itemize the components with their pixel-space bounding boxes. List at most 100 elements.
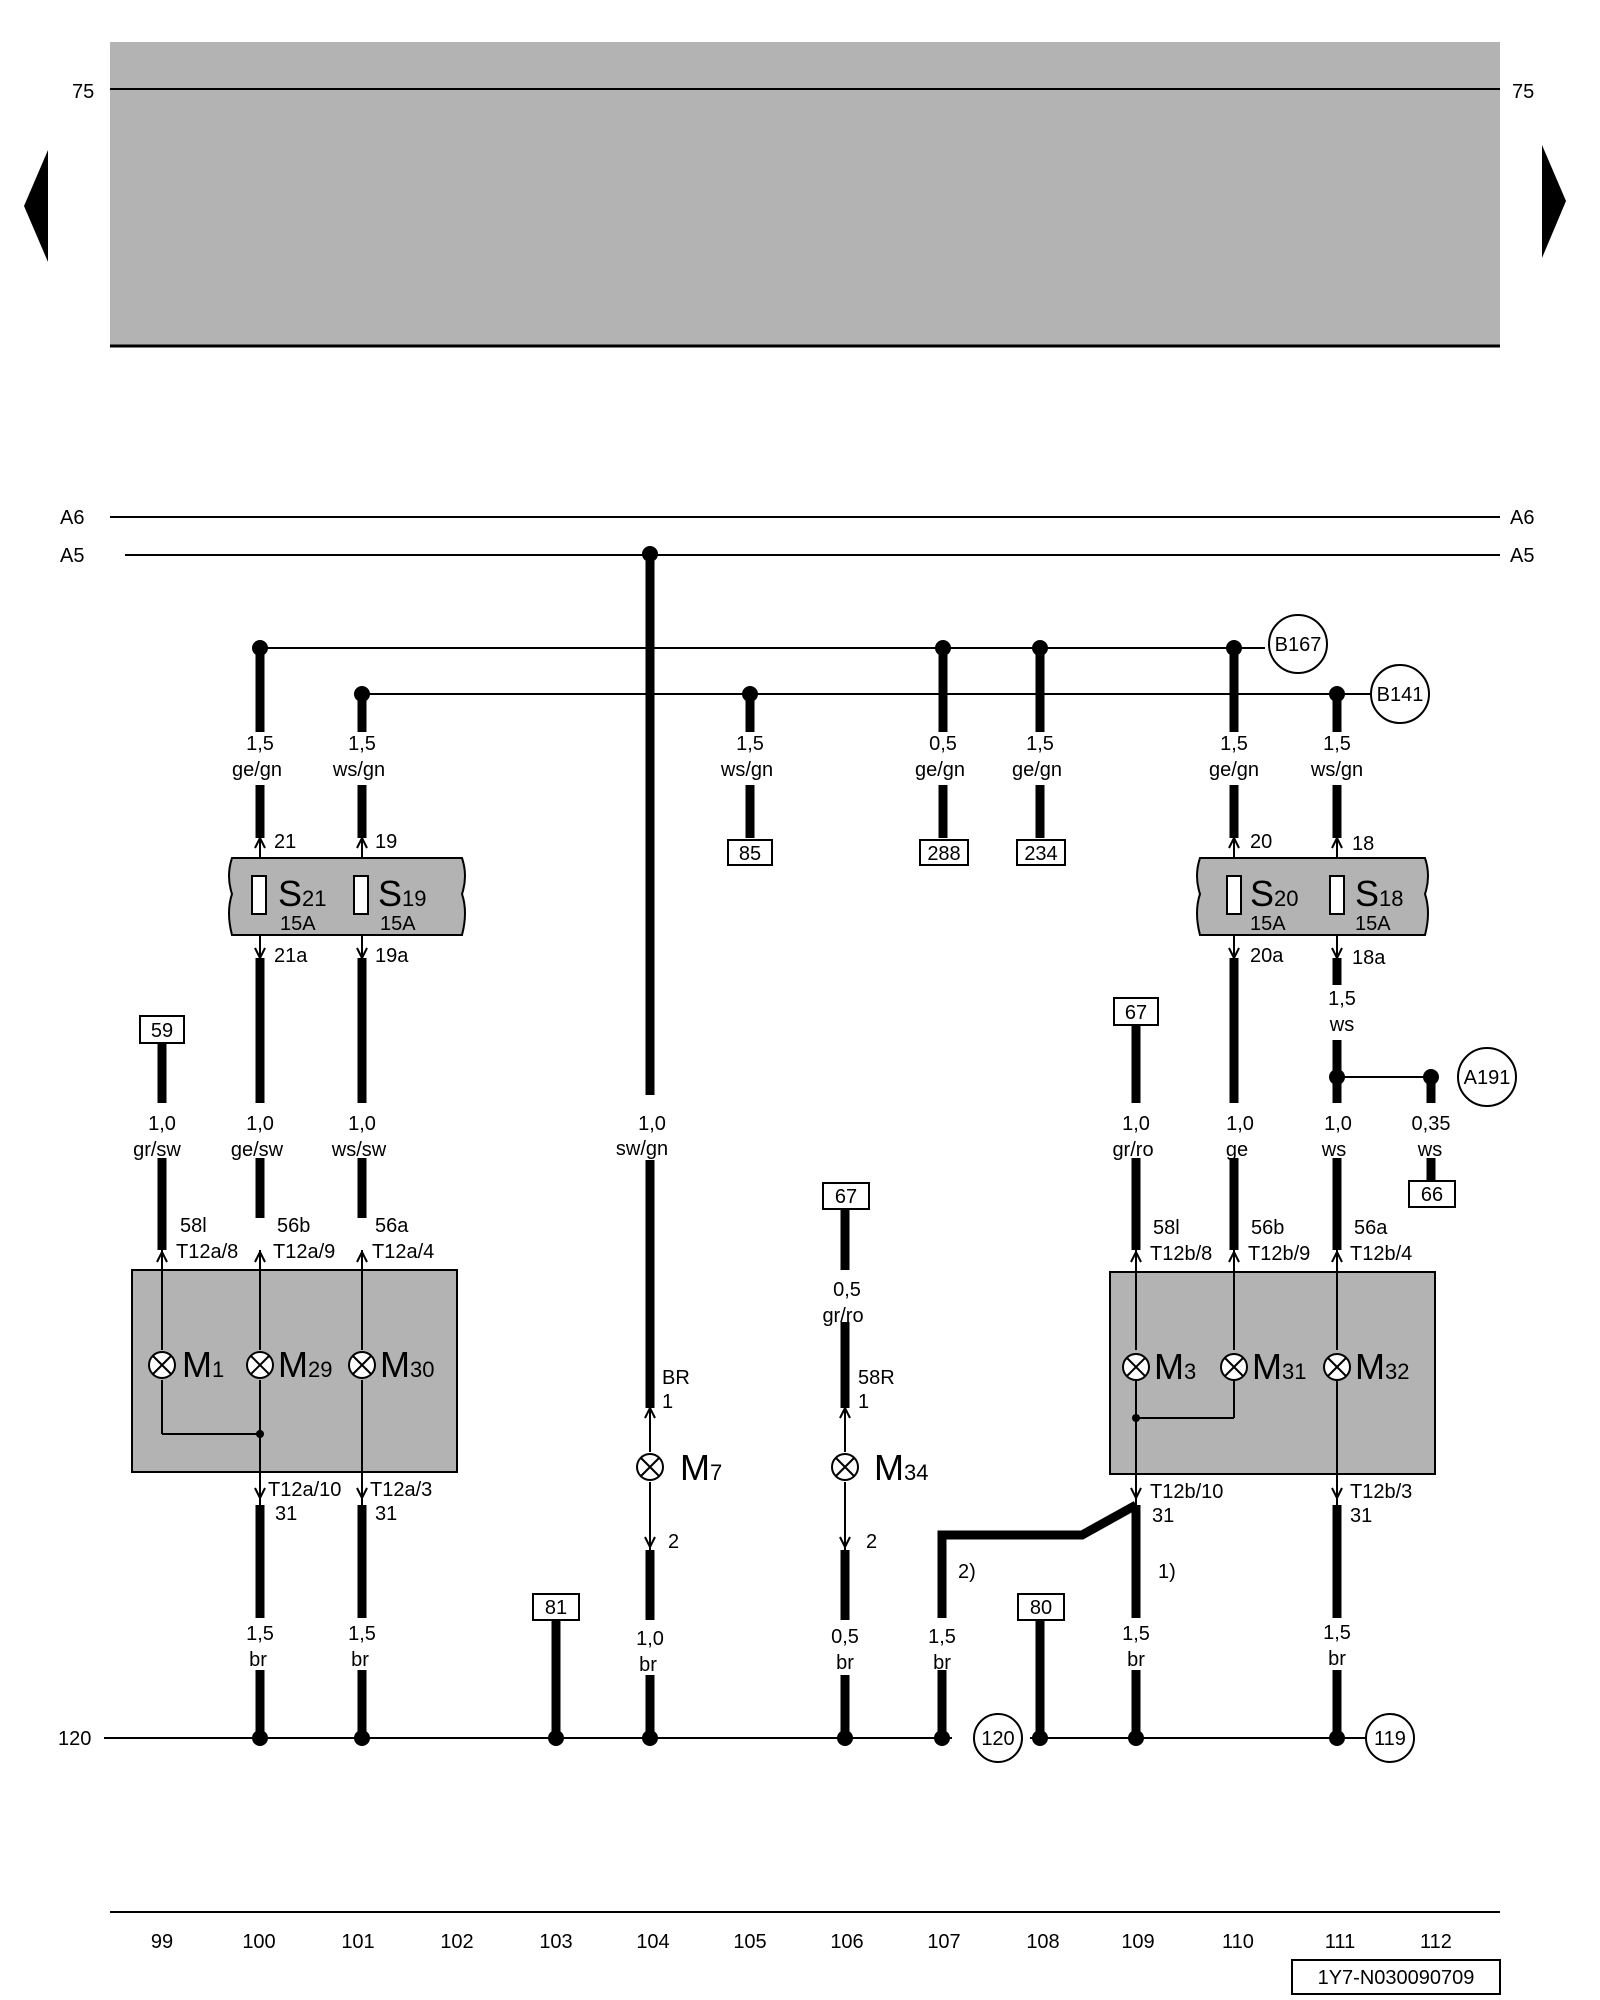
svg-text:106: 106 <box>830 1931 863 1953</box>
svg-text:99: 99 <box>151 1931 173 1953</box>
fuse-pins: 21 19 20 18 21a 19a 20a 18a <box>254 831 1386 969</box>
svg-text:1: 1 <box>858 1391 869 1413</box>
reference-box-labels: 59 85 288 234 67 67 66 81 80 <box>151 843 1443 1619</box>
svg-text:66: 66 <box>1421 1184 1443 1206</box>
svg-text:1,5: 1,5 <box>246 733 274 755</box>
svg-text:ws/gn: ws/gn <box>1310 759 1363 781</box>
prev-page-arrow-icon[interactable] <box>24 150 48 262</box>
lamp-m7-label: M7 <box>680 1447 722 1488</box>
svg-text:ws: ws <box>1417 1139 1442 1161</box>
svg-text:58l: 58l <box>1153 1217 1180 1239</box>
ref-label-right: 75 <box>1512 81 1534 103</box>
svg-text:A191: A191 <box>1464 1067 1511 1089</box>
svg-text:111: 111 <box>1325 1931 1355 1953</box>
svg-text:56b: 56b <box>277 1215 310 1237</box>
module-right-junction <box>1132 1414 1140 1422</box>
lamp-m34-label: M34 <box>874 1447 928 1488</box>
svg-text:ws: ws <box>1329 1014 1354 1036</box>
lamp-icons <box>148 1351 1351 1481</box>
svg-text:br: br <box>836 1652 854 1674</box>
svg-text:21a: 21a <box>274 945 308 967</box>
svg-text:234: 234 <box>1024 843 1057 865</box>
svg-text:1,5: 1,5 <box>928 1626 956 1648</box>
svg-text:1,0: 1,0 <box>348 1113 376 1135</box>
svg-text:ge/gn: ge/gn <box>915 759 965 781</box>
svg-text:288: 288 <box>927 843 960 865</box>
svg-text:ge/gn: ge/gn <box>1012 759 1062 781</box>
ground-rail-label: 120 <box>58 1728 91 1750</box>
svg-text:19: 19 <box>375 831 397 853</box>
ref-label-left: 75 <box>72 81 94 103</box>
svg-text:107: 107 <box>927 1931 960 1953</box>
lamp-m29-label: M29 <box>278 1344 332 1385</box>
svg-text:80: 80 <box>1030 1597 1052 1619</box>
fuse-s21-amp: 15A <box>280 913 316 935</box>
svg-text:br: br <box>933 1652 951 1674</box>
connector-119: 119 <box>1365 1713 1415 1763</box>
svg-text:81: 81 <box>545 1597 567 1619</box>
rail-a5-label-right: A5 <box>1510 545 1534 567</box>
svg-text:1: 1 <box>662 1391 673 1413</box>
lamp-m31-label: M31 <box>1252 1346 1306 1387</box>
svg-text:1,5: 1,5 <box>1323 1622 1351 1644</box>
svg-text:1,5: 1,5 <box>1328 988 1356 1010</box>
svg-text:56b: 56b <box>1251 1217 1284 1239</box>
lamp-m30-label: M30 <box>380 1344 434 1385</box>
svg-text:ge/gn: ge/gn <box>232 759 282 781</box>
svg-text:67: 67 <box>1125 1002 1147 1024</box>
svg-text:1): 1) <box>1158 1561 1176 1583</box>
svg-text:100: 100 <box>242 1931 275 1953</box>
svg-text:1,0: 1,0 <box>148 1113 176 1135</box>
svg-text:1,0: 1,0 <box>636 1628 664 1650</box>
svg-text:1,5: 1,5 <box>348 733 376 755</box>
svg-text:1,5: 1,5 <box>1122 1623 1150 1645</box>
next-page-arrow-icon[interactable] <box>1542 145 1566 258</box>
svg-text:1,0: 1,0 <box>638 1113 666 1135</box>
svg-text:0,5: 0,5 <box>833 1279 861 1301</box>
svg-text:18a: 18a <box>1352 947 1386 969</box>
rail-a6-label-right: A6 <box>1510 507 1534 529</box>
svg-text:120: 120 <box>981 1728 1014 1750</box>
fuse-s21-label: S21 <box>278 873 327 914</box>
reference-boxes <box>139 839 1456 1621</box>
junction-dots <box>252 546 1345 702</box>
fuse-s20-label: S20 <box>1250 873 1299 914</box>
svg-text:gr/ro: gr/ro <box>1112 1139 1153 1161</box>
lamp-module-right <box>1109 1271 1436 1475</box>
svg-text:56a: 56a <box>375 1215 409 1237</box>
svg-text:20a: 20a <box>1250 945 1284 967</box>
lamp-m1-icon <box>148 1351 176 1379</box>
svg-text:ws/gn: ws/gn <box>720 759 773 781</box>
lamp-module-left <box>131 1269 458 1473</box>
svg-text:B167: B167 <box>1275 634 1322 656</box>
svg-text:ws/gn: ws/gn <box>332 759 385 781</box>
ground-junctions <box>252 1730 1345 1746</box>
lamp-m32-icon <box>1323 1353 1351 1381</box>
svg-text:0,35: 0,35 <box>1412 1113 1451 1135</box>
doc-code-box <box>1291 1959 1501 1995</box>
svg-text:119: 119 <box>1374 1728 1406 1750</box>
svg-text:1,5: 1,5 <box>1323 733 1351 755</box>
svg-text:1,5: 1,5 <box>1220 733 1248 755</box>
connector-a191: A191 <box>1457 1047 1517 1107</box>
svg-text:ws: ws <box>1321 1139 1346 1161</box>
connector-b141: B141 <box>1370 664 1430 724</box>
svg-text:T12a/3: T12a/3 <box>370 1479 432 1501</box>
svg-text:1,5: 1,5 <box>1026 733 1054 755</box>
svg-text:1,0: 1,0 <box>1324 1113 1352 1135</box>
lamp-m3-label: M3 <box>1154 1346 1196 1387</box>
svg-text:20: 20 <box>1250 831 1272 853</box>
a191-dot <box>1329 1069 1345 1085</box>
svg-text:2: 2 <box>866 1531 877 1553</box>
svg-text:0,5: 0,5 <box>929 733 957 755</box>
svg-text:101: 101 <box>341 1931 374 1953</box>
svg-text:67: 67 <box>835 1186 857 1208</box>
lamp-m34-icon <box>831 1453 859 1481</box>
svg-text:br: br <box>249 1649 267 1671</box>
svg-text:T12a/4: T12a/4 <box>372 1241 434 1263</box>
rail-a5-label-left: A5 <box>60 545 84 567</box>
lamp-m3-icon <box>1122 1353 1150 1381</box>
svg-text:19a: 19a <box>375 945 409 967</box>
module-left-junction <box>256 1430 264 1438</box>
